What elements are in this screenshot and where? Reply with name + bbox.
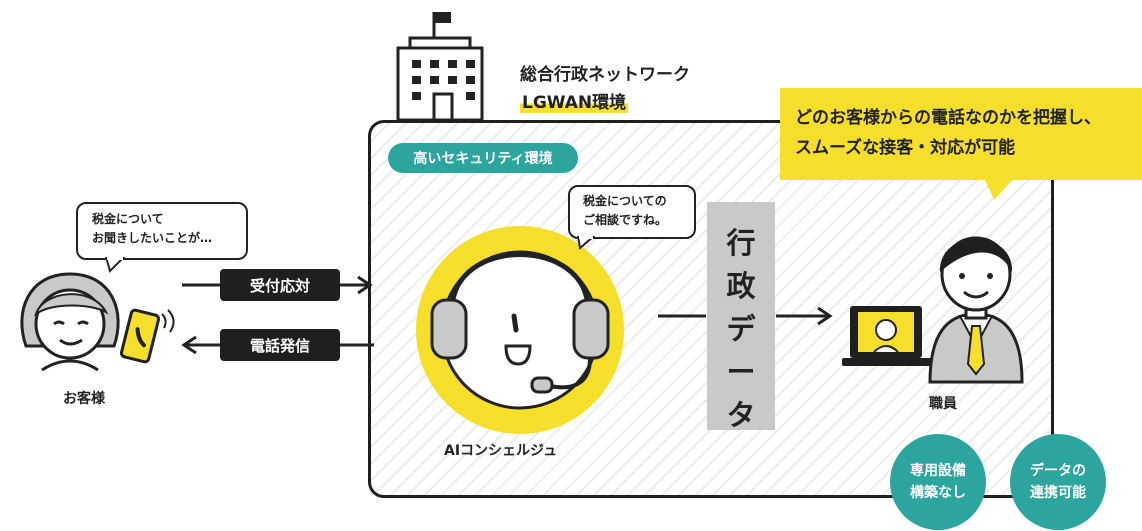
data-linkage-text: データの 連携可能 <box>1010 460 1106 504</box>
callout-tail <box>984 178 1014 200</box>
admin-data-char1: 行 <box>726 226 756 260</box>
staff-caption: 職員 <box>929 396 957 412</box>
staff-benefit-text: どのお客様からの電話なのかを把握し、 スムーズな接客・対応が可能 <box>795 103 1101 163</box>
data-flow-arrows <box>658 306 833 326</box>
staff-benefit-line2: スムーズな接客・対応が可能 <box>795 138 1016 158</box>
admin-data-char4: ー <box>726 355 756 389</box>
smartphone-icon <box>119 308 175 364</box>
data-linkage-badge <box>1010 434 1106 530</box>
admin-data-bar <box>707 202 775 430</box>
customer-speech-line1: 税金について <box>92 212 164 226</box>
badge2-line2: 連携可能 <box>1030 485 1086 501</box>
badge1-line2: 構築なし <box>910 485 966 501</box>
no-dedicated-equipment-text: 専用設備 構築なし <box>890 460 986 504</box>
ai-concierge-caption: AIコンシェルジュ <box>444 443 558 459</box>
lgwan-label: LGWAN環境 <box>520 88 629 113</box>
admin-data-char3: デ <box>726 312 756 346</box>
staff-benefit-callout <box>780 88 1142 180</box>
admin-data-char2: 政 <box>726 269 756 303</box>
no-dedicated-equipment-badge <box>890 434 986 530</box>
customer-avatar-icon <box>20 272 120 372</box>
ai-speech-line2: ご相談ですね。 <box>583 213 668 227</box>
customer-speech-tail <box>104 257 126 273</box>
outbound-call-label: 電話発信 <box>220 329 340 361</box>
admin-data-label: 行 政 デ ー タ <box>707 222 775 437</box>
ai-speech-line1: 税金についての <box>583 194 667 208</box>
network-label: 総合行政ネットワーク <box>520 65 690 85</box>
reception-label: 受付応対 <box>220 269 340 301</box>
building-icon <box>396 12 484 120</box>
ai-speech-bubble <box>568 185 696 239</box>
ai-speech-text: 税金についての ご相談ですね。 <box>583 192 667 230</box>
staff-benefit-line1: どのお客様からの電話なのかを把握し、 <box>795 108 1101 128</box>
customer-caption: お客様 <box>63 391 105 407</box>
ai-speech-tail <box>576 236 596 250</box>
staff-avatar-icon <box>928 236 1024 384</box>
ai-concierge-icon <box>416 226 624 434</box>
laptop-icon <box>842 306 932 366</box>
customer-speech-text: 税金について お聞きしたいことが… <box>92 210 212 248</box>
customer-speech-line2: お聞きしたいことが… <box>92 231 213 245</box>
admin-data-char5: タ <box>726 398 756 432</box>
security-label: 高いセキュリティ環境 <box>388 143 578 173</box>
badge2-line1: データの <box>1030 463 1086 479</box>
customer-speech-bubble <box>76 202 248 260</box>
badge1-line1: 専用設備 <box>910 463 966 479</box>
